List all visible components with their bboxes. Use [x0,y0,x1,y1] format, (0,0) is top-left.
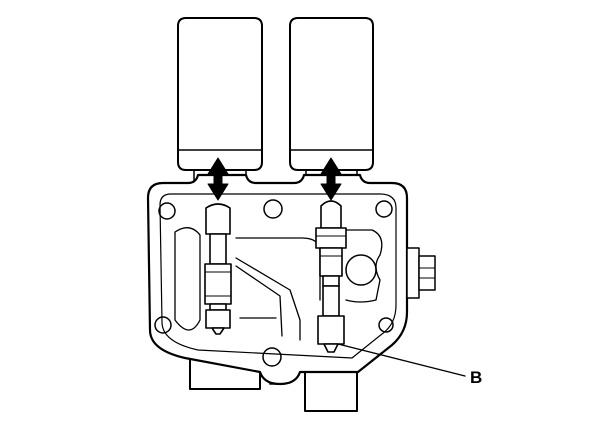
valve-body-housing [146,173,409,386]
bolt-holes [154,199,394,367]
left-solenoid [177,17,263,185]
right-spool [315,200,347,353]
left-double-arrow [207,157,229,201]
right-double-arrow [320,157,342,201]
left-spool [204,203,232,335]
callout-label-b: B [470,368,483,387]
callout-leader-line [337,343,466,377]
side-bolt [406,247,436,299]
